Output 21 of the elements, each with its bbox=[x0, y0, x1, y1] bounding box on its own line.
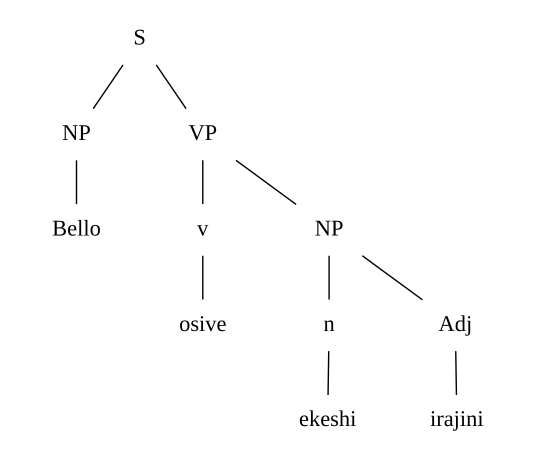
node-text: Adj bbox=[438, 310, 472, 336]
node-text: ekeshi bbox=[299, 406, 356, 432]
node-text: S bbox=[133, 24, 146, 50]
node-text: n bbox=[323, 310, 335, 336]
connector bbox=[328, 256, 330, 300]
connector bbox=[76, 160, 78, 204]
node-text: Bello bbox=[52, 215, 101, 240]
node-text: NP bbox=[62, 120, 91, 145]
connector bbox=[455, 351, 458, 395]
connector bbox=[327, 351, 330, 395]
connector bbox=[202, 256, 204, 300]
node-text: VP bbox=[188, 120, 218, 145]
connector bbox=[202, 160, 204, 204]
node-text: osive bbox=[179, 310, 226, 336]
node-text: irajini bbox=[430, 406, 484, 432]
connector bbox=[156, 64, 187, 110]
connector bbox=[92, 64, 124, 110]
connector bbox=[236, 160, 297, 205]
node-text: NP bbox=[314, 215, 344, 240]
node-text: v bbox=[197, 215, 208, 240]
connector bbox=[362, 255, 423, 300]
